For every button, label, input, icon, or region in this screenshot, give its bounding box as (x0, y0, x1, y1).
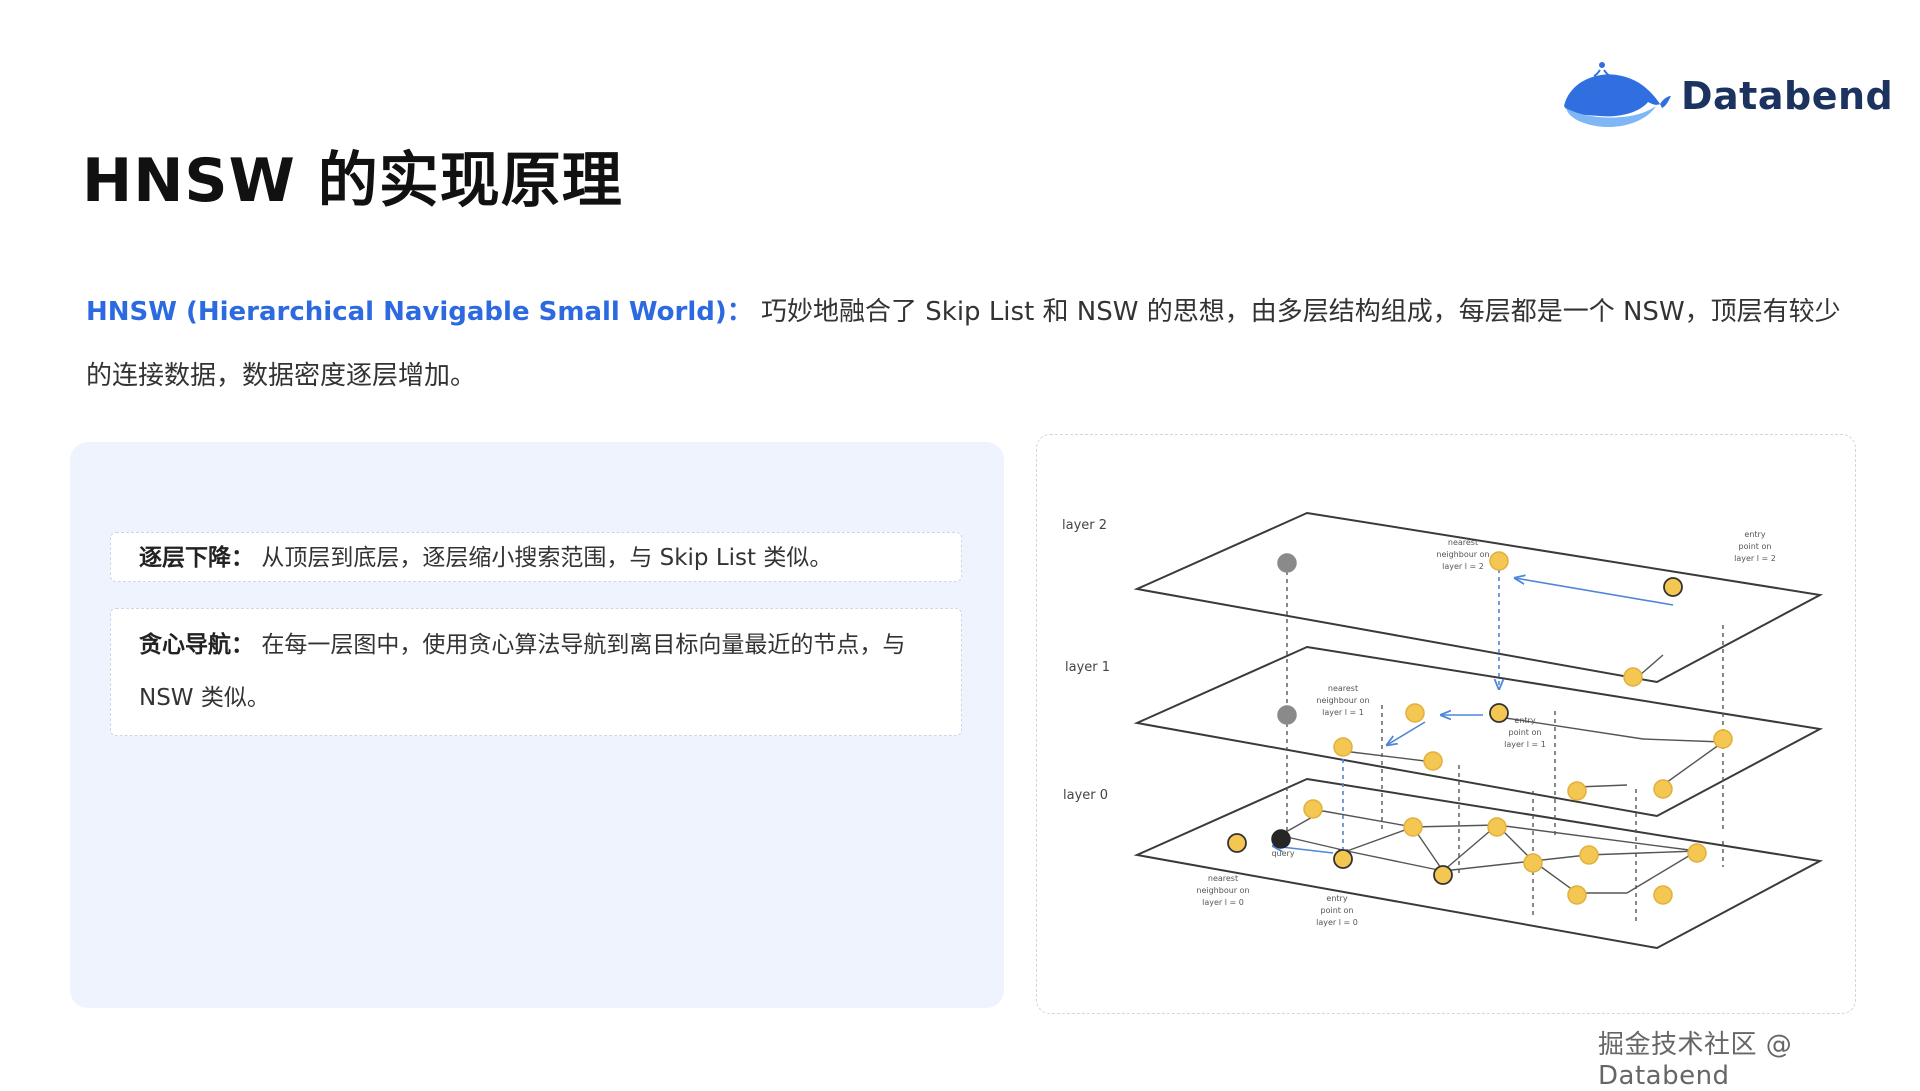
entry-l2-line2: point on (1739, 542, 1772, 551)
nearest-l0-line3: layer l = 0 (1202, 898, 1244, 907)
node-nearest-l2 (1489, 551, 1509, 571)
layer-2-label: layer 2 (1062, 518, 1107, 533)
databend-logo: Databend (1560, 60, 1893, 140)
entry-l2-line1: entry (1744, 530, 1765, 539)
point-text: 从顶层到底层，逐层缩小搜索范围，与 Skip List 类似。 (261, 545, 833, 571)
watermark: 掘金技术社区 @ Databend (1598, 1030, 1793, 1091)
node-l1 (1653, 779, 1673, 799)
node-l0 (1687, 843, 1707, 863)
point-label: 逐层下降： (139, 545, 254, 571)
whale-icon (1564, 62, 1671, 128)
layer-1-plane (1133, 645, 1824, 818)
descent-path-links (1343, 569, 1499, 859)
node-l0 (1433, 865, 1453, 885)
layer-0-label: layer 0 (1063, 788, 1108, 803)
node-query (1271, 829, 1291, 849)
entry-l0-line3: layer l = 0 (1316, 918, 1358, 927)
node-l0 (1579, 845, 1599, 865)
hnsw-diagram-panel: layer 2 layer 1 layer 0 nearest neighbou… (1036, 434, 1856, 1014)
node-entry-l0 (1333, 849, 1353, 869)
node-entry-l1 (1489, 703, 1509, 723)
node-l0 (1303, 799, 1323, 819)
node-l1 (1423, 751, 1443, 771)
point-card-layer-descent: 逐层下降： 从顶层到底层，逐层缩小搜索范围，与 Skip List 类似。 (110, 532, 962, 582)
node-l0 (1403, 817, 1423, 837)
node-entry-l2 (1663, 577, 1683, 597)
node-l0 (1567, 885, 1587, 905)
intro-term: HNSW (Hierarchical Navigable Small World… (86, 297, 753, 327)
nearest-l0-line1: nearest (1208, 874, 1238, 883)
layer-1-label: layer 1 (1065, 660, 1110, 675)
node-l1 (1567, 781, 1587, 801)
entry-l1-line2: point on (1509, 728, 1542, 737)
graph-nodes (1227, 551, 1733, 905)
point-card-greedy-navigation: 贪心导航： 在每一层图中，使用贪心算法导航到离目标向量最近的节点，与 NSW 类… (110, 608, 962, 736)
page-title: HNSW 的实现原理 (82, 146, 623, 216)
brand-name: Databend (1681, 74, 1894, 118)
entry-l1-line1: entry (1514, 716, 1535, 725)
node-l1 (1405, 703, 1425, 723)
graph-edges (1276, 654, 1724, 894)
entry-l0-line1: entry (1326, 894, 1347, 903)
node-l0 (1653, 885, 1673, 905)
nearest-l2-line1: nearest (1448, 538, 1478, 547)
node-nearest-l1 (1333, 737, 1353, 757)
node-l0 (1523, 853, 1543, 873)
nearest-l2-line3: layer l = 2 (1442, 562, 1484, 571)
point-text: 在每一层图中，使用贪心算法导航到离目标向量最近的节点，与 NSW 类似。 (139, 632, 906, 711)
layer-2-plane (1133, 511, 1824, 684)
node-l2 (1623, 667, 1643, 687)
node-gray-l1 (1277, 705, 1297, 725)
nearest-l1-line2: neighbour on (1316, 696, 1369, 705)
intro-paragraph: HNSW (Hierarchical Navigable Small World… (86, 280, 1866, 408)
nearest-l1-line3: layer l = 1 (1322, 708, 1364, 717)
node-gray-l2 (1277, 553, 1297, 573)
layer-0-plane (1133, 777, 1824, 950)
entry-l0-line2: point on (1321, 906, 1354, 915)
intro-text: 巧妙地融合了 Skip List 和 NSW 的思想，由多层结构组成，每层都是一… (86, 297, 1841, 391)
query-label: query (1271, 849, 1294, 858)
node-nearest-l0 (1227, 833, 1247, 853)
entry-l1-line3: layer l = 1 (1504, 740, 1546, 749)
nearest-l1-line1: nearest (1328, 684, 1358, 693)
entry-l2-line3: layer l = 2 (1734, 554, 1776, 563)
node-l1 (1713, 729, 1733, 749)
nearest-l0-line2: neighbour on (1196, 886, 1249, 895)
point-label: 贪心导航： (139, 632, 254, 658)
nearest-l2-line2: neighbour on (1436, 550, 1489, 559)
hnsw-layers-diagram: layer 2 layer 1 layer 0 nearest neighbou… (1062, 511, 1824, 950)
node-l0 (1487, 817, 1507, 837)
key-points-panel: 逐层下降： 从顶层到底层，逐层缩小搜索范围，与 Skip List 类似。 贪心… (70, 442, 1004, 1008)
